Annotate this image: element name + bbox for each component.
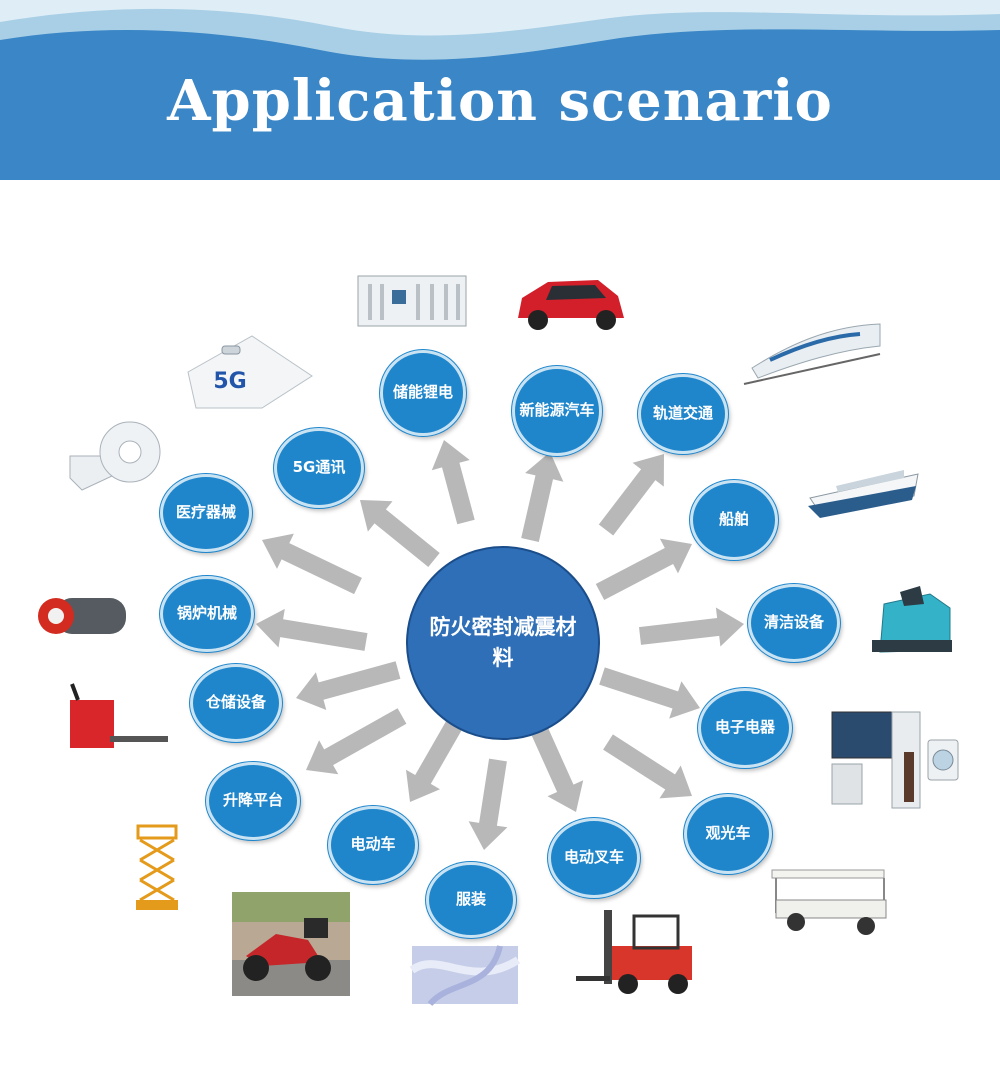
fiveg-device-image: 5G [187,335,313,409]
node-medical-equipment: 医疗器械 [160,474,252,552]
electric-pallet-truck-image [70,683,168,748]
fabric-image [409,945,521,1007]
node-energy-storage: 储能锂电 [380,350,466,436]
arrow-3 [595,538,692,600]
banner-wave [0,29,1000,180]
page-title: Application scenario [167,68,833,134]
arrow-6 [603,734,692,799]
arrow-0 [431,440,475,525]
cruise-ship-image [808,470,919,518]
header-banner [0,0,1000,180]
arrow-7 [531,728,584,812]
arrow-8 [468,758,508,850]
arrow-14 [360,500,440,567]
node-sightseeing-car: 观光车 [684,794,772,874]
arrows-group [256,440,744,850]
node-electric-vehicle: 电动车 [328,806,418,884]
medical-scanner-image [69,421,161,491]
node-cleaning-equipment: 清洁设备 [748,584,840,662]
node-electric-forklift: 电动叉车 [548,818,640,898]
electric-scooter-image [232,892,350,996]
node-lifting-platform: 升降平台 [206,762,300,840]
scissor-lift-image [136,824,178,910]
node-new-energy-vehicle: 新能源汽车 [512,366,602,456]
node-storage-equipment: 仓储设备 [190,664,282,742]
node-ship: 船舶 [690,480,778,560]
node-boiler-machinery: 锅炉机械 [160,576,254,652]
cleaning-machine-image [872,586,952,653]
arrow-12 [256,608,368,651]
center-material-node: 防火密封减震材料 [406,546,600,740]
node-clothing: 服装 [426,862,516,938]
electric-forklift-image [576,910,692,994]
boiler-image [38,598,126,634]
sightseeing-cart-image [771,869,887,935]
node-electronics: 电子电器 [698,688,792,768]
arrow-2 [598,454,664,536]
energy-storage-container-image [357,275,467,327]
new-energy-car-image [518,280,624,330]
arrow-10 [306,708,407,775]
electronics-image [831,711,959,809]
fiveg-badge-text: 5G [213,369,246,394]
arrow-11 [296,661,401,710]
arrow-9 [406,717,464,802]
node-5g-communication: 5G通讯 [274,428,364,508]
high-speed-train-image [743,323,881,385]
arrow-1 [521,452,564,542]
arrow-5 [599,667,700,719]
node-rail-transit: 轨道交通 [638,374,728,454]
arrow-4 [639,607,744,647]
arrow-13 [262,533,362,595]
